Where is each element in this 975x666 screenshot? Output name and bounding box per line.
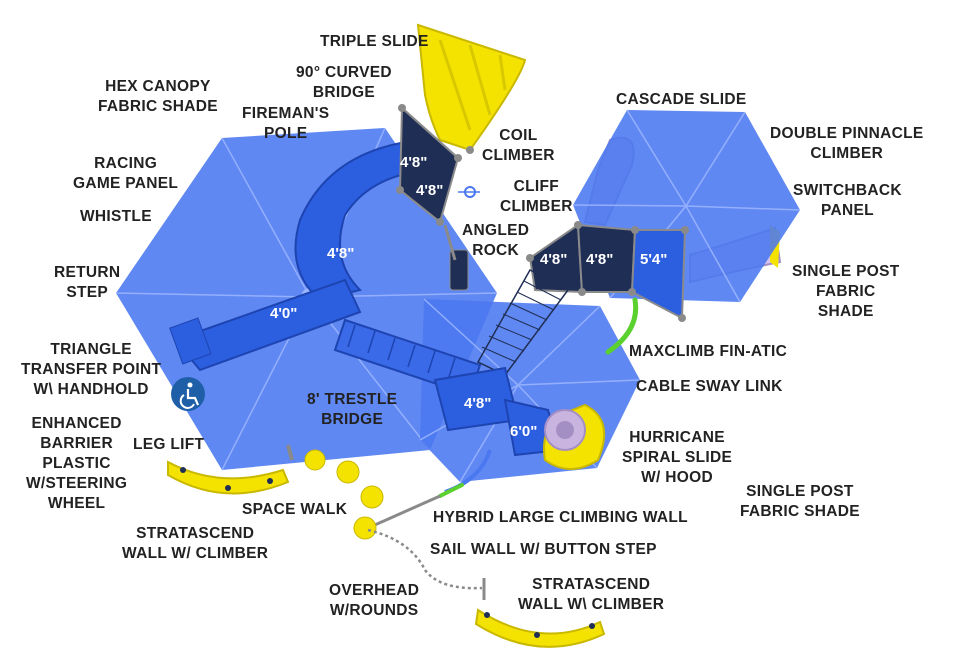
height-lower-deck: 4'8" (464, 395, 491, 412)
overhead-rounds (367, 528, 486, 600)
right-decks (526, 221, 689, 322)
stratascend-wall-left (167, 460, 290, 495)
label-whistle: WHISTLE (80, 208, 152, 225)
height-lower-deck-2: 6'0" (510, 423, 537, 440)
maxclimb-fin (605, 297, 639, 355)
height-curved-bridge: 4'8" (327, 245, 354, 262)
label-maxclimb: MAXCLIMB FIN-ATIC (629, 343, 788, 360)
angled-rock (443, 224, 469, 291)
label-sail-wall: SAIL WALL w/ BUTTON STEP (430, 541, 657, 558)
main-deck (169, 278, 362, 372)
height-tower-top-1: 4'8" (400, 154, 427, 171)
label-triple-slide: TRIPLE SLIDE (320, 33, 429, 50)
hurricane-spiral-slide (543, 403, 606, 470)
hybrid-wall (367, 449, 492, 530)
height-tower-top-2: 4'8" (416, 182, 443, 199)
label-space-walk: SPACE WALK (242, 501, 348, 518)
height-main-deck: 4'0" (270, 305, 297, 322)
height-right-deck-1: 4'8" (540, 251, 567, 268)
height-right-deck-2: 4'8" (586, 251, 613, 268)
label-cable-sway: CABLE SWAY LINK (636, 378, 783, 395)
stratascend-wall-right (474, 608, 606, 648)
label-overhead: OVERHEADw/ROUNDS (329, 582, 420, 619)
label-hybrid-wall: HYBRID LARGE CLIMBING WALL (433, 509, 688, 526)
space-walk (286, 444, 384, 540)
height-right-deck-3: 5'4" (640, 251, 667, 268)
triple-slide (416, 23, 527, 152)
label-cascade-slide: CASCADE SLIDE (616, 91, 747, 108)
wheelchair-icon (171, 377, 205, 411)
label-leg-lift: LEG LIFT (133, 436, 205, 453)
upper-tower (396, 104, 480, 226)
